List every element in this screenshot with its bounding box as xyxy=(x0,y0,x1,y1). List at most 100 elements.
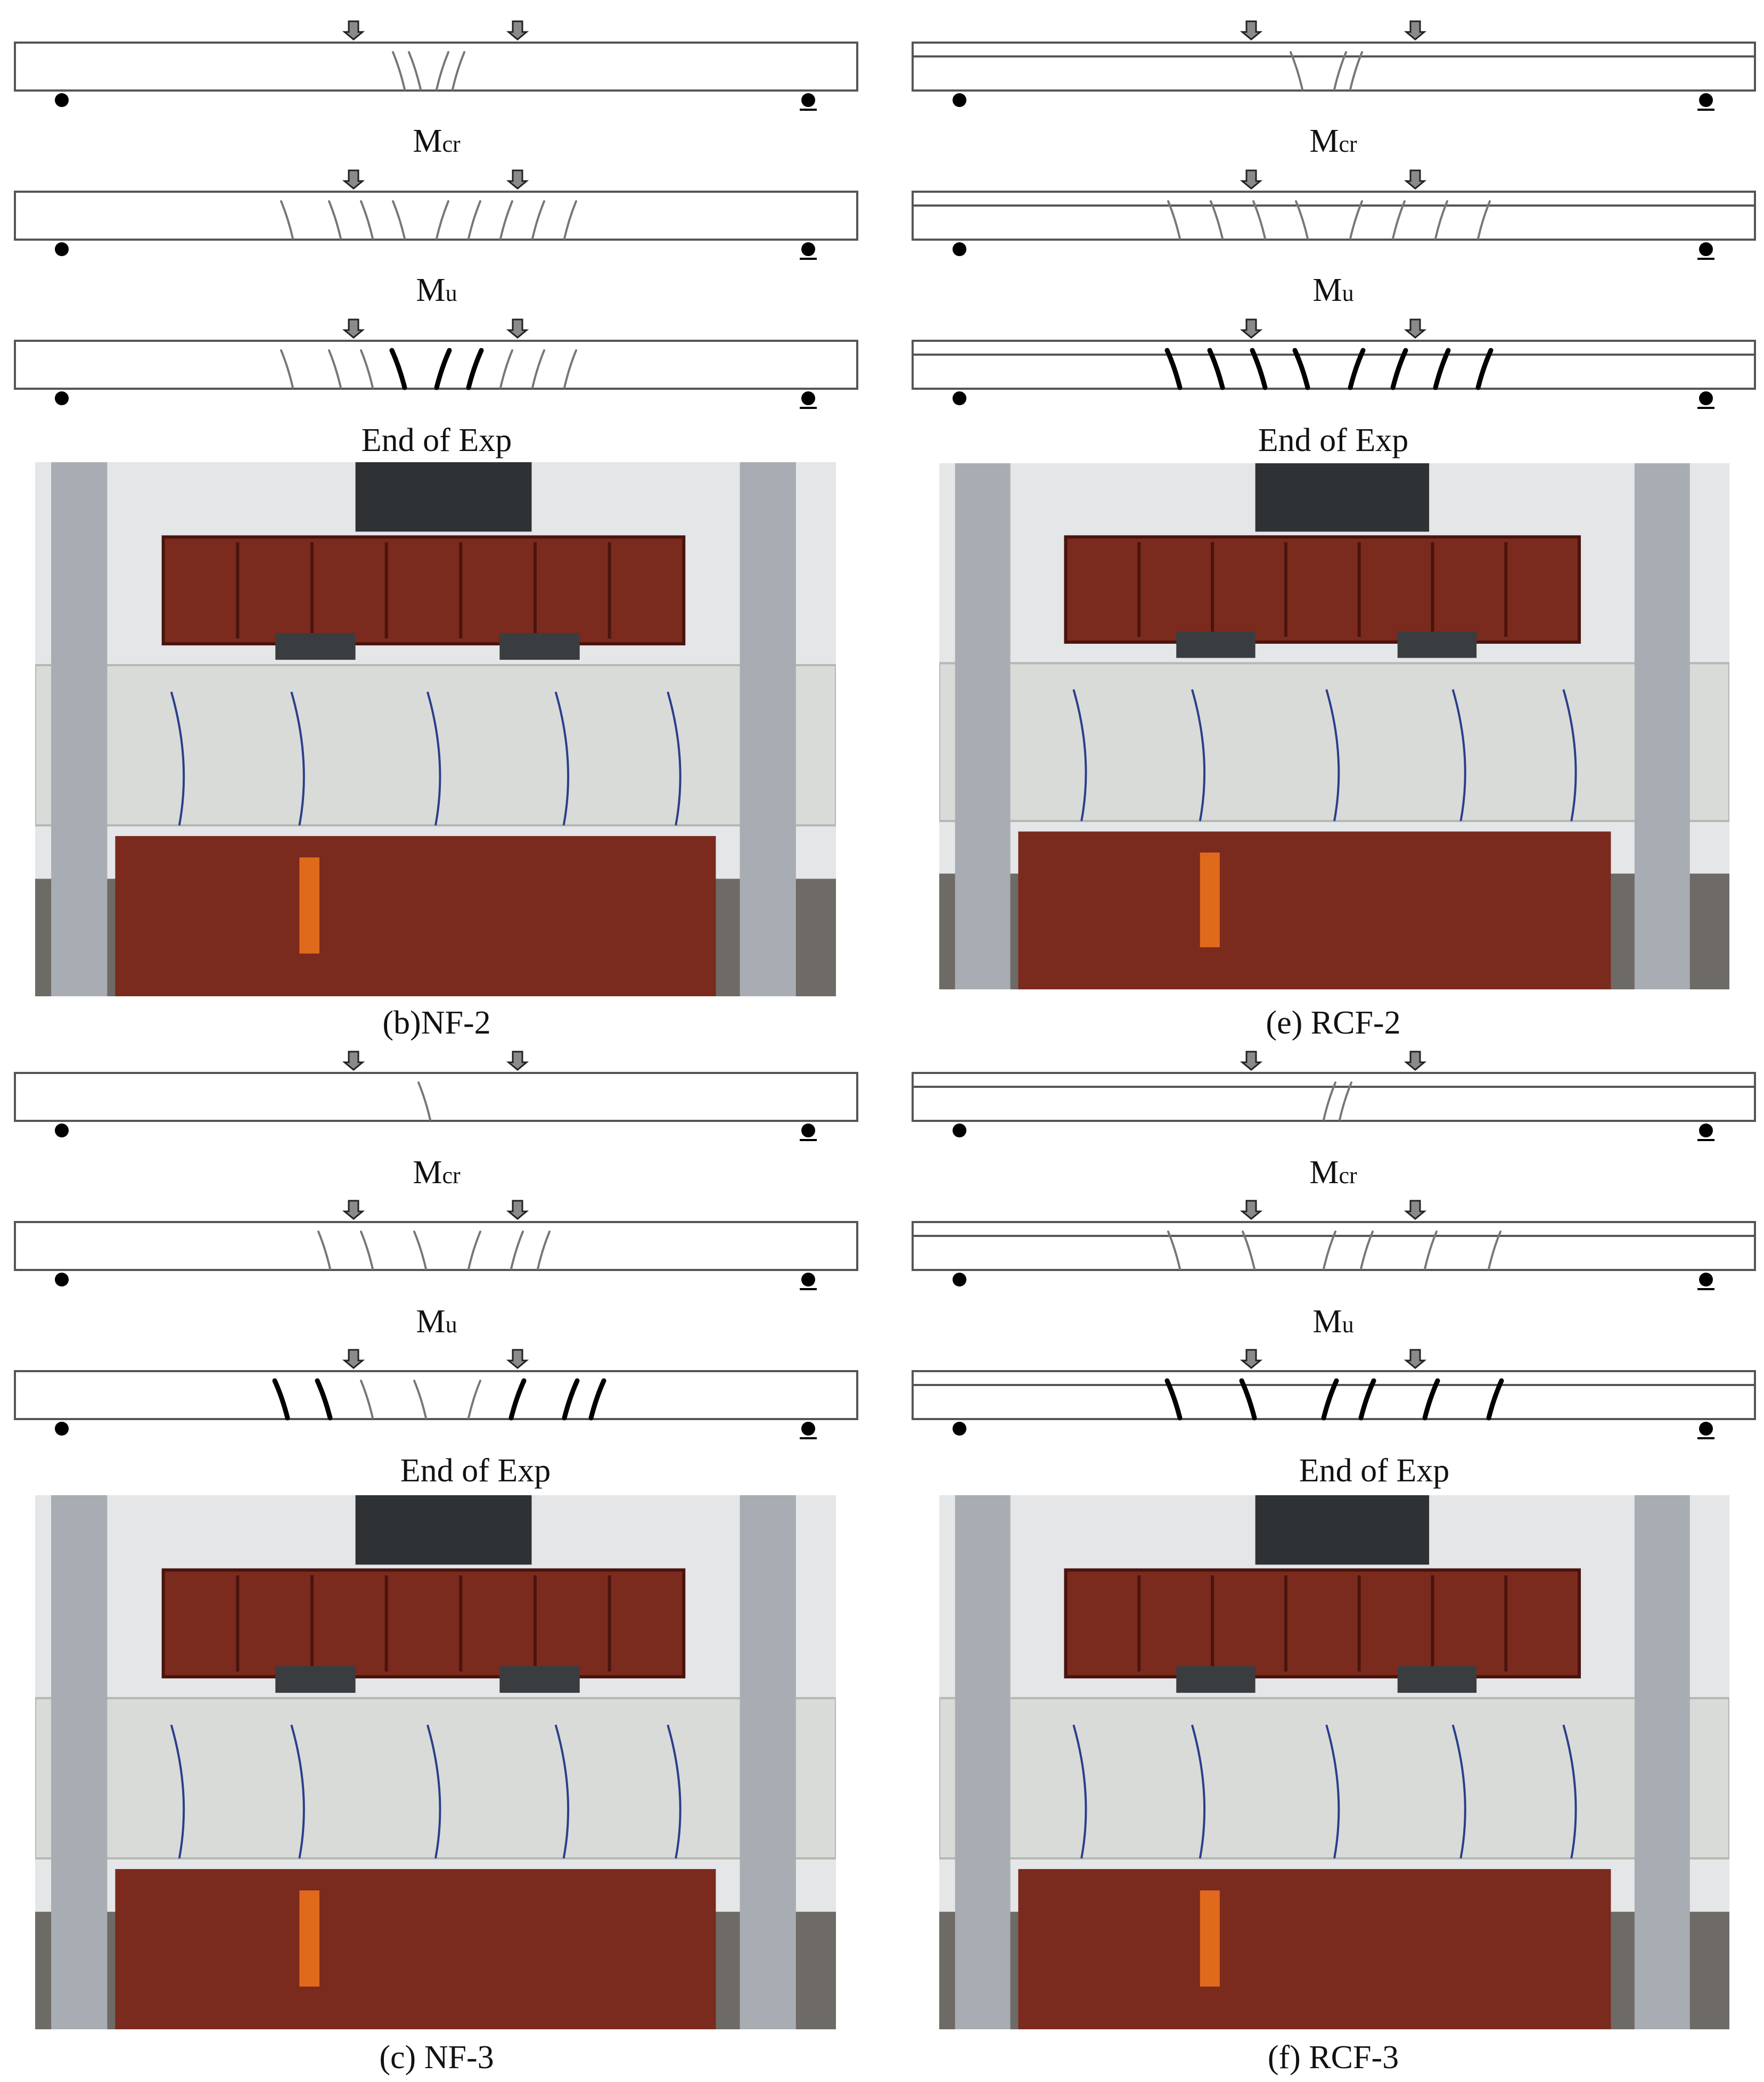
marked-crack xyxy=(1562,689,1577,822)
concrete-beam xyxy=(939,1697,1729,1860)
load-arrow-icon xyxy=(1240,318,1263,339)
beam-outline xyxy=(14,1221,858,1271)
support-frame xyxy=(115,1869,716,2029)
pin-support-icon xyxy=(953,1124,966,1137)
beam-outline xyxy=(912,1072,1756,1122)
roller-support-icon xyxy=(1699,1124,1713,1137)
crack-line xyxy=(1348,348,1366,390)
stage-label-ultimate: Mu xyxy=(416,1304,457,1340)
actuator xyxy=(1255,1495,1430,1565)
support-frame xyxy=(1018,831,1611,989)
spreader-beam xyxy=(161,535,686,646)
marked-crack xyxy=(426,691,441,826)
load-arrow-icon xyxy=(506,169,529,190)
beam-outline xyxy=(912,42,1756,92)
crack-line xyxy=(434,348,452,390)
crack-line xyxy=(1321,1378,1339,1421)
crack-line xyxy=(328,200,342,240)
specimen-photo-rcf3 xyxy=(939,1495,1729,2029)
load-arrow-icon xyxy=(1404,169,1427,190)
pin-support-icon xyxy=(953,1273,966,1286)
crack-line xyxy=(531,200,545,240)
pin-support-icon xyxy=(55,1273,69,1286)
pin-support-icon xyxy=(55,391,69,405)
panel-caption-nf2: (b)NF-2 xyxy=(382,1005,491,1041)
crack-line xyxy=(408,51,422,91)
frame-column xyxy=(955,463,1011,989)
frame-column xyxy=(740,462,796,996)
actuator xyxy=(1255,463,1430,532)
crack-line xyxy=(272,1378,290,1421)
load-arrow-icon xyxy=(1404,318,1427,339)
crack-diagrams-nf3 xyxy=(14,1051,858,1439)
crack-line xyxy=(499,349,513,389)
pin-support-icon xyxy=(953,391,966,405)
crack-line xyxy=(1392,200,1406,240)
crack-line xyxy=(1390,348,1408,390)
stage-label-end: End of Exp xyxy=(361,422,512,458)
beam-outline xyxy=(14,191,858,241)
specimen-photo-rcf2 xyxy=(939,463,1729,989)
crack-line xyxy=(360,1380,374,1419)
crack-line xyxy=(1477,200,1491,240)
load-roller xyxy=(275,633,356,660)
crack-line xyxy=(1349,200,1363,240)
crack-line xyxy=(467,1231,481,1270)
panel-nf3: Mcr Mu End of Exp (c) NF-3 xyxy=(0,1041,882,2082)
crack-line xyxy=(413,1231,427,1270)
load-arrow-icon xyxy=(342,20,365,40)
crack-line xyxy=(392,51,406,91)
crack-line xyxy=(1339,1081,1352,1121)
roller-support-icon xyxy=(1699,242,1713,256)
marked-crack xyxy=(1562,1724,1577,1859)
crack-line xyxy=(280,200,294,240)
load-arrow-icon xyxy=(1404,20,1427,40)
marked-crack xyxy=(426,1724,441,1859)
roller-support-icon xyxy=(801,1273,815,1286)
pin-support-icon xyxy=(953,93,966,107)
crack-line xyxy=(452,51,465,91)
stage-label-end: End of Exp xyxy=(400,1453,551,1489)
crack-line xyxy=(1210,200,1224,240)
load-arrow-icon xyxy=(1240,1051,1263,1071)
actuator xyxy=(355,462,532,532)
marked-crack xyxy=(170,691,185,826)
photo-illustration xyxy=(939,463,1729,989)
crack-line xyxy=(1358,1378,1376,1421)
crack-line xyxy=(1164,1378,1183,1421)
crack-line xyxy=(1349,51,1363,91)
crack-line xyxy=(1164,348,1183,390)
marked-crack xyxy=(667,691,682,826)
marked-crack xyxy=(1451,1724,1466,1859)
stage-label-cracking: Mcr xyxy=(413,1154,461,1191)
beam-outline xyxy=(912,340,1756,390)
frame-column xyxy=(51,462,108,996)
load-arrow-icon xyxy=(1240,1349,1263,1369)
crack-line xyxy=(1360,1231,1374,1270)
frame-column xyxy=(955,1495,1011,2029)
crack-line xyxy=(562,1378,580,1421)
beam-outline xyxy=(912,191,1756,241)
crack-line xyxy=(360,200,374,240)
load-roller xyxy=(275,1666,356,1693)
specimen-photo-nf3 xyxy=(35,1495,836,2029)
crack-line xyxy=(280,349,294,389)
marked-crack xyxy=(554,1724,570,1859)
roller-support-icon xyxy=(801,242,815,256)
crack-line xyxy=(1239,1378,1257,1421)
crack-line xyxy=(1292,348,1310,390)
crack-diagrams-rcf3 xyxy=(912,1051,1756,1439)
crack-line xyxy=(360,1231,374,1270)
beam-outline xyxy=(14,1370,858,1420)
lvdt-sensor xyxy=(299,857,319,954)
frame-column xyxy=(1634,463,1690,989)
lvdt-sensor xyxy=(1200,1890,1220,1987)
marked-crack xyxy=(1191,1724,1206,1859)
pin-support-icon xyxy=(55,1124,69,1137)
load-roller xyxy=(1176,1666,1256,1693)
marked-crack xyxy=(170,1724,185,1859)
beam-outline xyxy=(912,1221,1756,1271)
pin-support-icon xyxy=(55,93,69,107)
crack-line xyxy=(467,1380,481,1419)
panel-rcf2: Mcr Mu End of Exp (e) RCF-2 xyxy=(882,0,1764,1041)
